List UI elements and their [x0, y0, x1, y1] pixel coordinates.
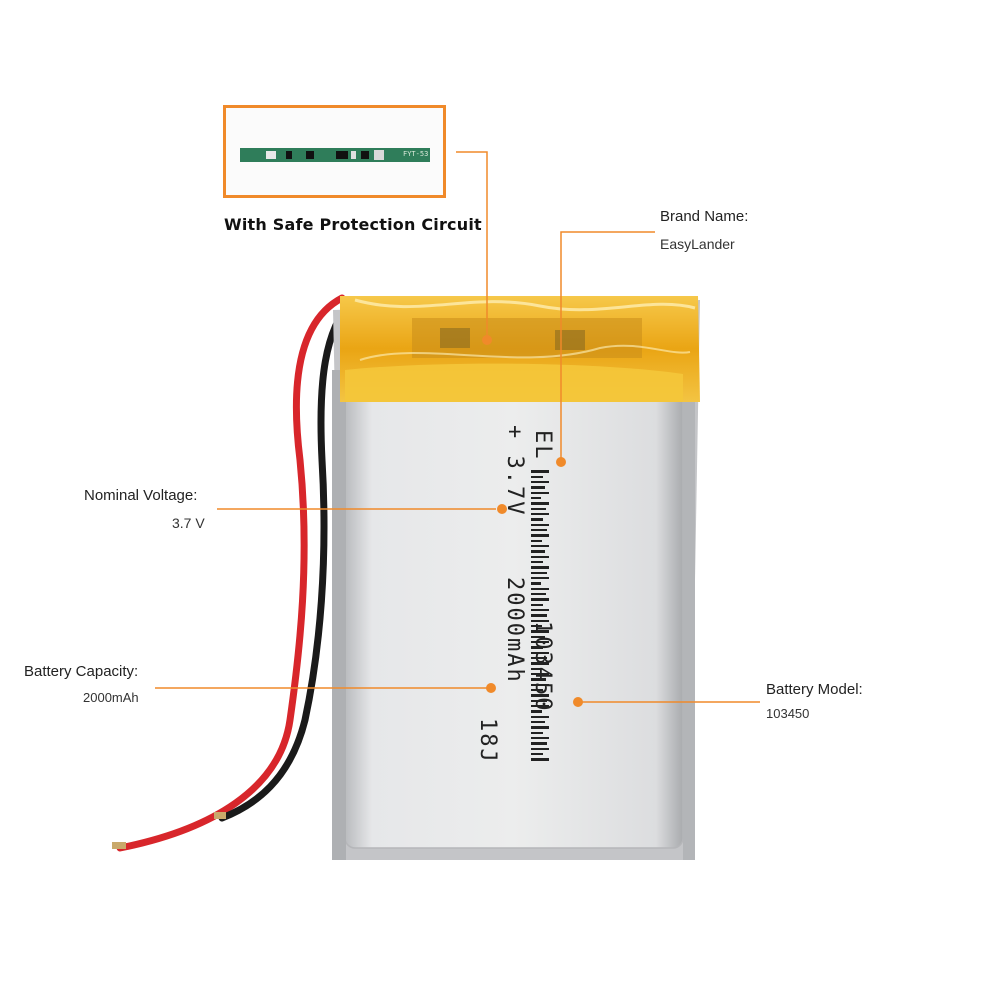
black-wire: [218, 296, 356, 822]
red-wire: [116, 294, 346, 852]
battery-print-line-2: + 3.7V 2000mAh: [502, 425, 527, 684]
pcb-inset: FYT-53: [223, 105, 446, 198]
model-callout-value: 103450: [766, 706, 810, 721]
model-callout-title: Battery Model:: [766, 681, 863, 698]
battery-print-line-3: 18J: [475, 718, 500, 764]
battery-model-print: 103450: [530, 621, 555, 713]
voltage-callout-title: Nominal Voltage:: [84, 487, 198, 504]
wire-tip-black: [214, 812, 226, 819]
battery-print-line-1: EL 103450: [530, 430, 555, 712]
capacity-callout-title: Battery Capacity:: [24, 663, 139, 680]
wire-tip-red: [112, 842, 126, 849]
brand-callout-value: EasyLander: [660, 236, 735, 252]
voltage-callout-value: 3.7 V: [172, 515, 205, 531]
pcb-board: [240, 148, 430, 162]
battery-brand-print: EL: [530, 430, 555, 461]
barcode: [531, 470, 549, 761]
battery-voltage-print: + 3.7V: [502, 425, 527, 517]
pcb-caption: With Safe Protection Circuit: [224, 215, 482, 234]
brand-callout-title: Brand Name:: [660, 208, 749, 225]
pcb-marking: FYT-53: [403, 150, 429, 158]
capacity-callout-value: 2000mAh: [83, 690, 139, 705]
battery-energy-print: 18J: [475, 718, 500, 764]
battery-capacity-print: 2000mAh: [502, 576, 527, 684]
